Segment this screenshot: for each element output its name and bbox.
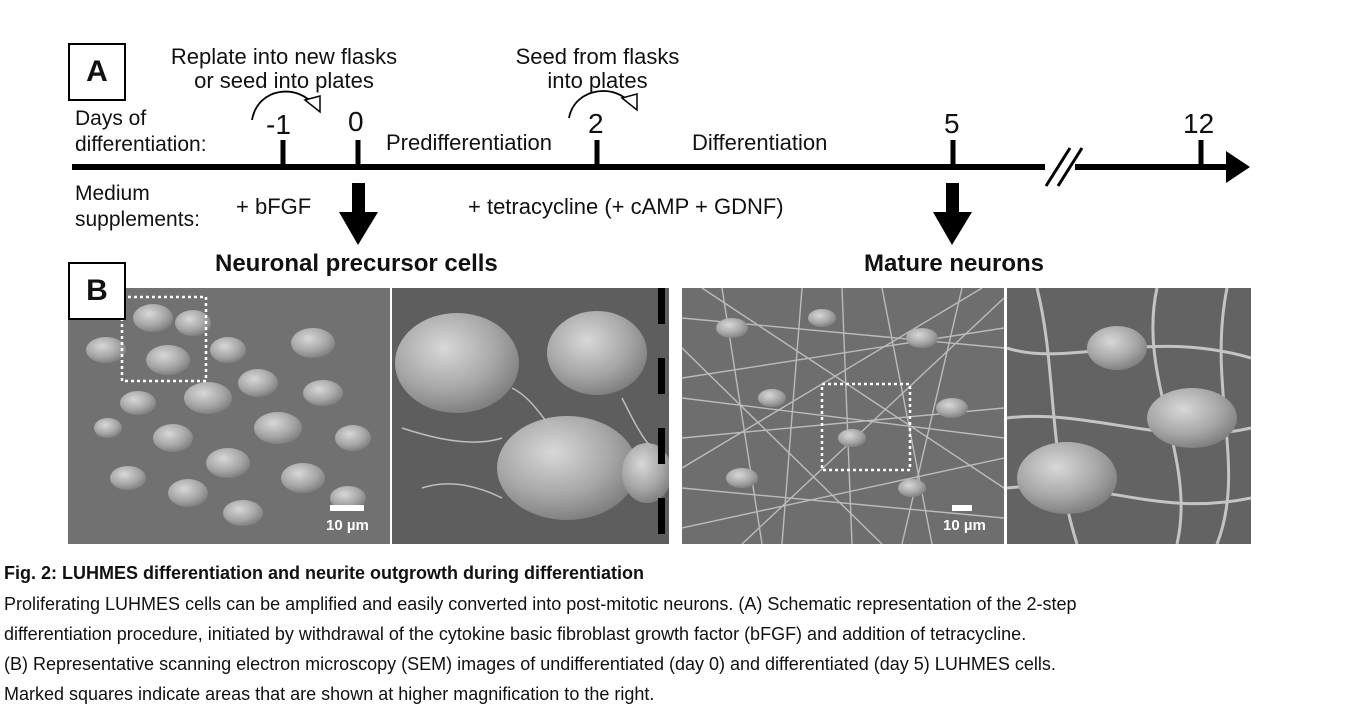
sem-precursor-overview-image: [68, 288, 390, 544]
panel-b-label-box: B: [68, 262, 126, 320]
zoom-square-right: [820, 382, 912, 472]
tick-label-2: 2: [588, 108, 604, 139]
phase-predifferentiation: Predifferentiation: [386, 130, 552, 155]
sem-mature-overview-image: [682, 288, 1004, 544]
phase-differentiation: Differentiation: [692, 130, 828, 155]
panel-a-label: A: [86, 55, 108, 88]
scale-label-left: 10 µm: [326, 517, 369, 534]
sem-precursor-overview-drawing: [68, 288, 390, 544]
panel-a-label-box: A: [68, 43, 126, 101]
tick-label-5: 5: [944, 108, 960, 139]
scale-bar-left: [330, 505, 364, 511]
sem-mature-magnified-drawing: [1007, 288, 1251, 544]
supplement-tetracycline: + tetracycline (+ cAMP + GDNF): [468, 194, 784, 219]
replate-curved-arrow-head: [303, 95, 321, 114]
scale-bar-right: [952, 505, 972, 511]
tick-label-minus1: -1: [266, 109, 291, 140]
caption-line-3: (B) Representative scanning electron mic…: [4, 654, 1056, 674]
figure-caption-title: Fig. 2: LUHMES differentiation and neuri…: [4, 563, 644, 583]
timeline-break-mark-1: [1044, 147, 1072, 187]
caption-line-1: Proliferating LUHMES cells can be amplif…: [4, 594, 1077, 614]
down-arrow-day5-shaft: [946, 183, 959, 213]
caption-line-4: Marked squares indicate areas that are s…: [4, 684, 655, 704]
sem-precursor-magnified-drawing: [392, 288, 669, 544]
replate-note: Replate into new flasks or seed into pla…: [170, 44, 398, 93]
down-arrow-day5-head: [933, 212, 972, 245]
sem-precursor-magnified-image: [392, 288, 669, 544]
neuronal-precursor-title: Neuronal precursor cells: [215, 250, 498, 277]
tick-label-0: 0: [348, 106, 364, 137]
timeline-diagram: [72, 90, 1250, 245]
supplement-bfgf: + bFGF: [236, 194, 312, 219]
down-arrow-day0-shaft: [352, 183, 365, 213]
panel-b-label: B: [86, 274, 108, 307]
days-of-differentiation-label: Days of differentiation:: [75, 107, 207, 156]
seed-curved-arrow-head: [620, 93, 638, 112]
mature-neurons-title: Mature neurons: [864, 250, 1045, 277]
sem-mature-magnified-image: [1007, 288, 1251, 544]
scale-label-right: 10 µm: [943, 517, 986, 534]
medium-supplements-label: Medium supplements:: [75, 182, 200, 231]
sem-mature-overview-drawing: [682, 288, 1004, 544]
timeline-arrowhead: [1226, 151, 1250, 183]
down-arrow-day0-head: [339, 212, 378, 245]
tick-label-12: 12: [1183, 108, 1215, 139]
zoom-square-left: [120, 295, 208, 383]
panel-divider: [658, 288, 665, 534]
timeline-break-mark-2: [1056, 147, 1084, 187]
seed-note: Seed from flasks into plates: [515, 44, 680, 93]
caption-line-2: differentiation procedure, initiated by …: [4, 624, 1027, 644]
